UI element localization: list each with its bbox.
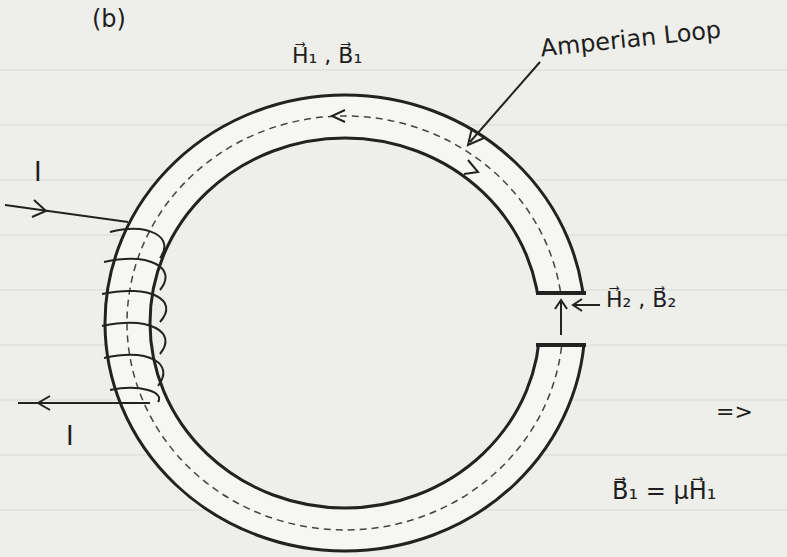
field-label: H⃗₂ , B⃗₂	[606, 288, 676, 312]
field-label: H⃗₁ , B⃗₁	[292, 44, 362, 68]
equation-label: B⃗₁ = μH⃗₁	[612, 478, 716, 504]
current-label: I	[66, 422, 74, 451]
implies-symbol: =>	[716, 400, 753, 424]
callout-label: Amperian Loop	[539, 17, 722, 62]
part-label: (b)	[92, 6, 126, 32]
current-label: I	[34, 158, 42, 187]
